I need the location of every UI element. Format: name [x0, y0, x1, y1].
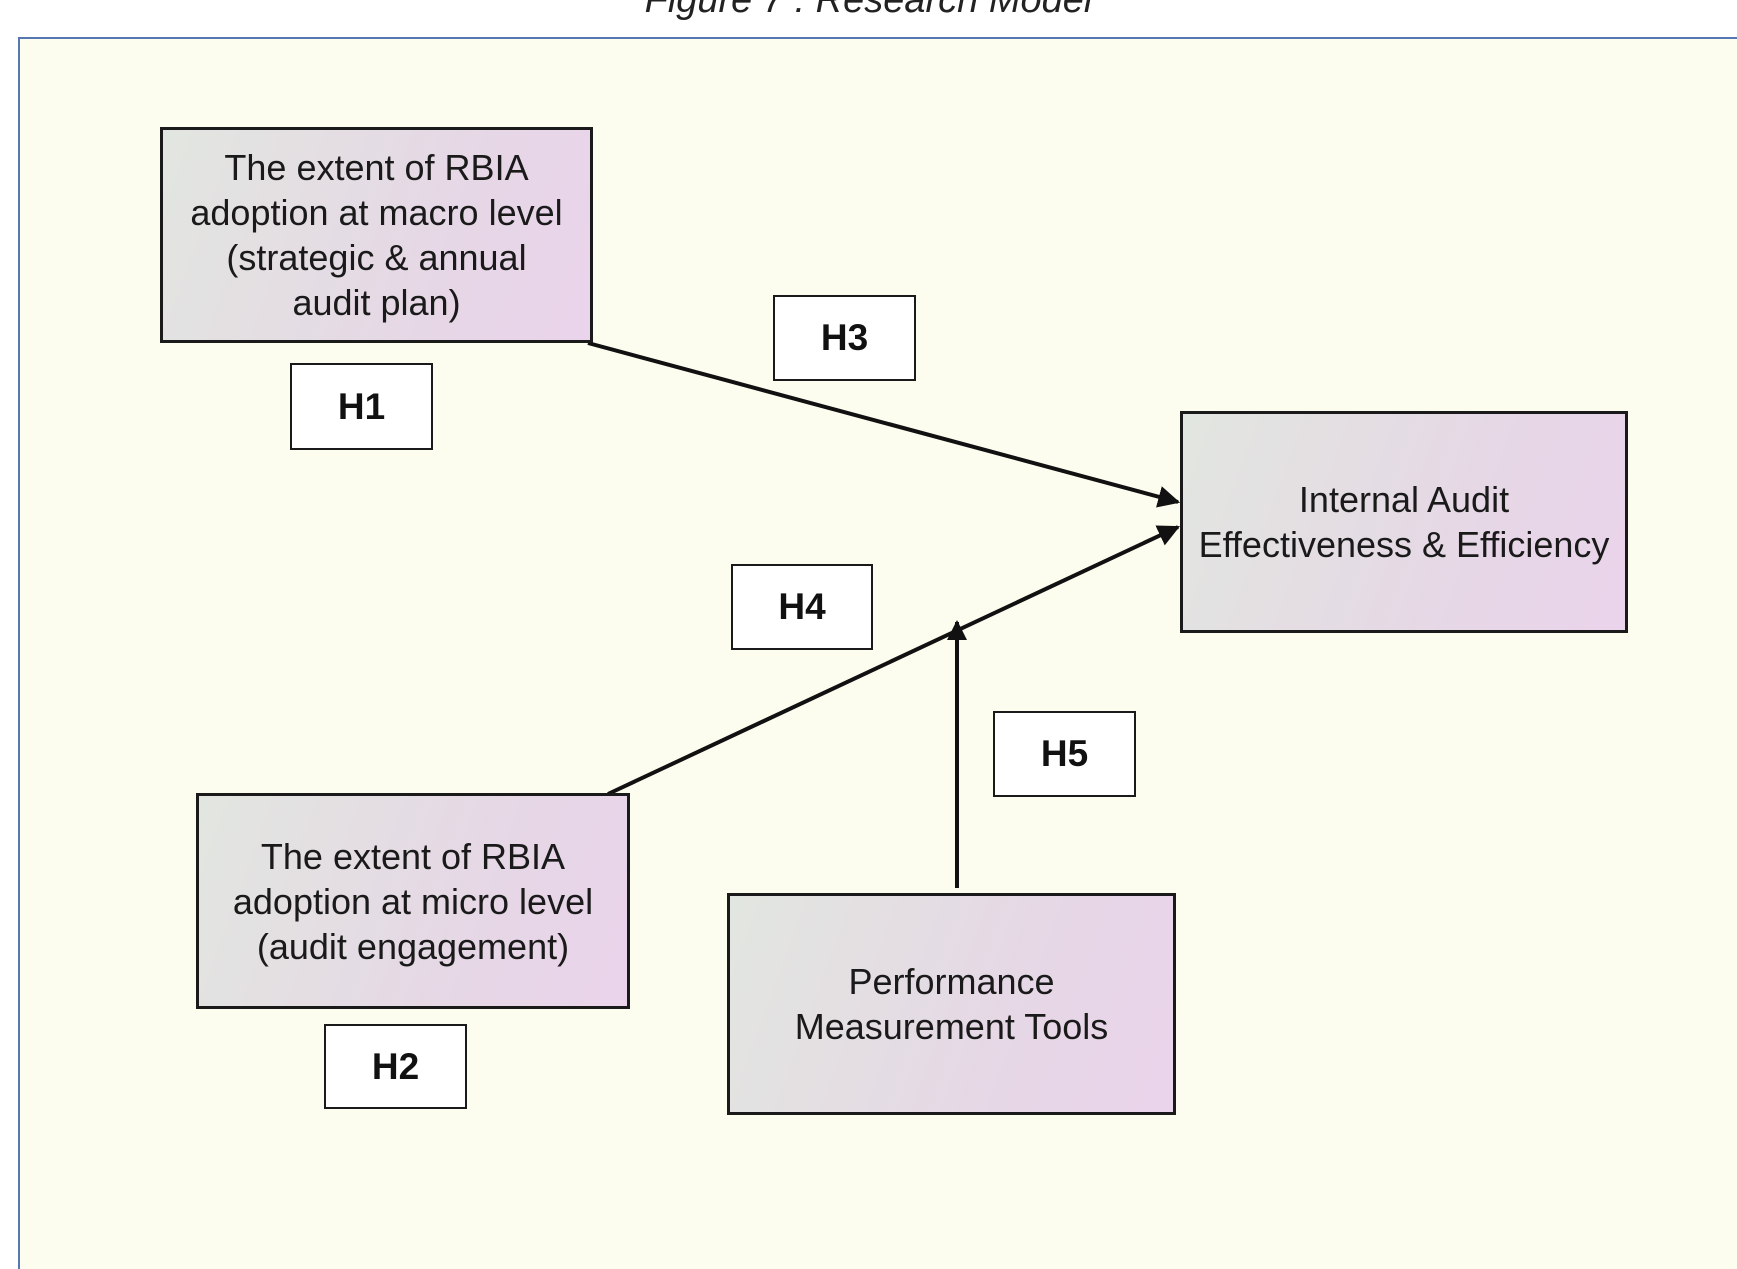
hypothesis-h4-label: H4: [731, 564, 873, 650]
node-rbia-macro-level: The extent of RBIA adoption at macro lev…: [160, 127, 593, 343]
node-rbia-micro-level-label: The extent of RBIA adoption at micro lev…: [232, 835, 594, 967]
hypothesis-h1-label: H1: [290, 363, 433, 450]
node-performance-measurement-tools-label: Performance Measurement Tools: [794, 961, 1109, 1047]
node-internal-audit-effectiveness: Internal Audit Effectiveness & Efficienc…: [1180, 411, 1628, 633]
node-performance-measurement-tools: Performance Measurement Tools: [727, 893, 1176, 1115]
arrow-micro-to-outcome: [607, 525, 1180, 796]
hypothesis-h5-label: H5: [993, 711, 1136, 797]
figure-caption: Figure 7 : Research Model: [644, 0, 1093, 21]
node-rbia-macro-level-label: The extent of RBIA adoption at macro lev…: [190, 147, 563, 323]
hypothesis-h3-label: H3: [773, 295, 916, 381]
arrow-macro-to-outcome: [587, 341, 1181, 508]
node-rbia-micro-level: The extent of RBIA adoption at micro lev…: [196, 793, 630, 1009]
node-internal-audit-effectiveness-label: Internal Audit Effectiveness & Efficienc…: [1198, 479, 1610, 565]
hypothesis-h2-label: H2: [324, 1024, 467, 1109]
